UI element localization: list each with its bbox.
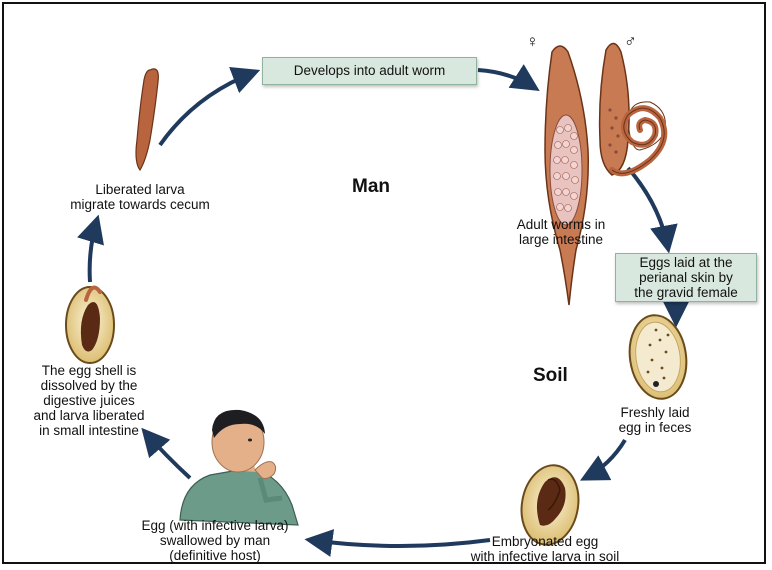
label-swallowed: Egg (with infective larva) swallowed by … [120, 518, 310, 563]
female-symbol: ♀ [526, 34, 539, 49]
eggs-laid-line-2: perianal skin by [616, 270, 756, 285]
male-worm-icon [600, 43, 666, 175]
arrow-fresh-to-embryonated [585, 440, 625, 478]
label-embryonated: Embryonated egg with infective larva in … [445, 534, 645, 564]
region-man: Man [352, 176, 390, 198]
arrow-swallowed-to-eggshell [145, 432, 190, 478]
arrow-adult-to-eggslaid [628, 168, 668, 248]
label-eggshell: The egg shell is dissolved by the digest… [14, 363, 164, 438]
female-worm-icon [545, 46, 588, 305]
label-liberated: Liberated larva migrate towards cecum [55, 182, 225, 212]
liberated-larva-icon [136, 69, 158, 170]
eggs-laid-line-3: the gravid female [616, 285, 756, 300]
arrow-larva-to-develops [160, 72, 255, 145]
man-host-icon [180, 410, 298, 525]
arrow-eggshell-to-liberated [90, 220, 97, 282]
region-soil: Soil [533, 365, 568, 387]
eggs-laid-box: Eggs laid at the perianal skin by the gr… [615, 253, 757, 302]
develops-text: Develops into adult worm [263, 58, 476, 84]
hatching-egg-icon [66, 287, 114, 363]
label-freshly-laid: Freshly laid egg in feces [600, 405, 710, 435]
male-symbol: ♂ [624, 34, 637, 49]
arrow-develops-to-adult [478, 70, 535, 88]
label-adult-worms: Adult worms in large intestine [496, 217, 626, 247]
fresh-egg-icon [624, 312, 691, 403]
develops-box: Develops into adult worm [262, 57, 477, 85]
eggs-laid-line-1: Eggs laid at the [616, 255, 756, 270]
